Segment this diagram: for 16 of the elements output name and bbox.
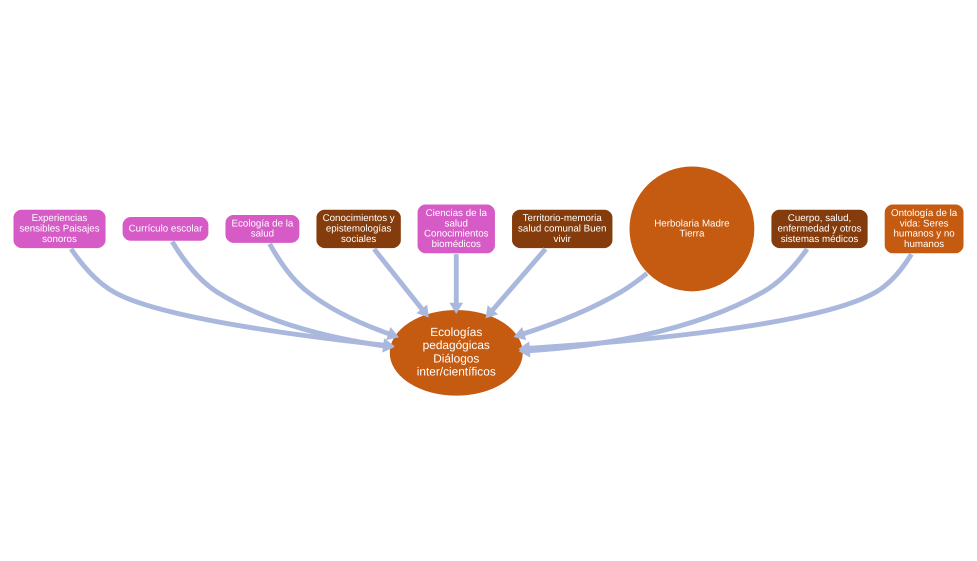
node-box: Currículo escolar [121,215,210,242]
node-box: Ciencias de la salud Conocimientos biomédicos [416,202,496,254]
arrow [372,246,429,318]
node-box: Ecología de la salud [224,213,301,244]
node-box: Experiencias sensibles Paisajes sonoros [12,208,107,249]
node-box: Cuerpo, salud, enfermedad y otros sistemas médicos [770,208,870,249]
arrow [449,254,464,314]
node-box: Conocimientos y epistemologías sociales [315,208,402,249]
arrow [518,252,914,355]
node-ellipse: Ecologías pedagógicas Diálogos inter/científicos [388,308,524,397]
node-circle: Herbolaria Madre Tierra [628,164,756,292]
arrow [268,242,399,340]
arrow [513,270,649,340]
node-box: Ontología de la vida: Seres humanos y no humanos [883,202,965,254]
arrow [486,246,548,318]
node-box: Territorio-memoria salud comunal Buen vivir [510,208,614,249]
